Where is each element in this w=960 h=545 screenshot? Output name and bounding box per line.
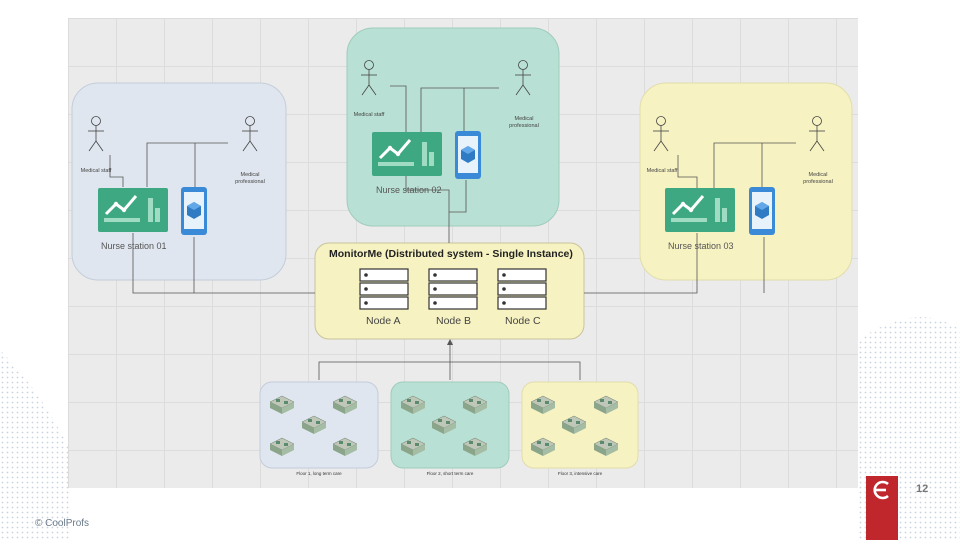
station-01-name: Nurse station 01 xyxy=(101,241,167,251)
station-03-name: Nurse station 03 xyxy=(668,241,734,251)
station-01-actor-label: Medical staff xyxy=(80,168,112,174)
tablet-icon xyxy=(749,187,775,235)
floor-1-caption: Floor 1, long term care xyxy=(296,471,342,476)
floor-3-caption: Floor 3, intensive care xyxy=(557,471,603,476)
dashboard-icon xyxy=(96,186,170,234)
station-02-actor-label: Medical staff xyxy=(353,112,385,118)
page-number: 12 xyxy=(916,483,929,495)
dotted-wave-left-decoration xyxy=(0,350,70,540)
floor-2-caption: Floor 2, short term care xyxy=(426,471,474,476)
station-02-actor-label: Medical professional xyxy=(509,116,539,129)
tablet-icon xyxy=(181,187,207,235)
logo-icon xyxy=(866,476,898,540)
station-03-actor-label: Medical staff xyxy=(646,168,678,174)
nurse-station-02-panel xyxy=(346,27,560,227)
dashboard-icon xyxy=(370,130,444,178)
server-icon xyxy=(497,268,547,310)
node-a-label: Node A xyxy=(366,315,401,327)
station-01-actor-label: Medical professional xyxy=(235,172,265,185)
server-icon xyxy=(359,268,409,310)
server-icon xyxy=(428,268,478,310)
copyright-text: © CoolProfs xyxy=(35,518,90,529)
station-03-actor-label: Medical professional xyxy=(803,172,833,185)
tablet-icon xyxy=(455,131,481,179)
connector-lines xyxy=(109,85,796,380)
station-02-name: Nurse station 02 xyxy=(376,185,442,195)
node-b-label: Node B xyxy=(436,315,472,327)
node-c-label: Node C xyxy=(505,315,541,327)
dashboard-icon xyxy=(663,186,737,234)
system-title: MonitorMe (Distributed system - Single I… xyxy=(329,248,573,260)
